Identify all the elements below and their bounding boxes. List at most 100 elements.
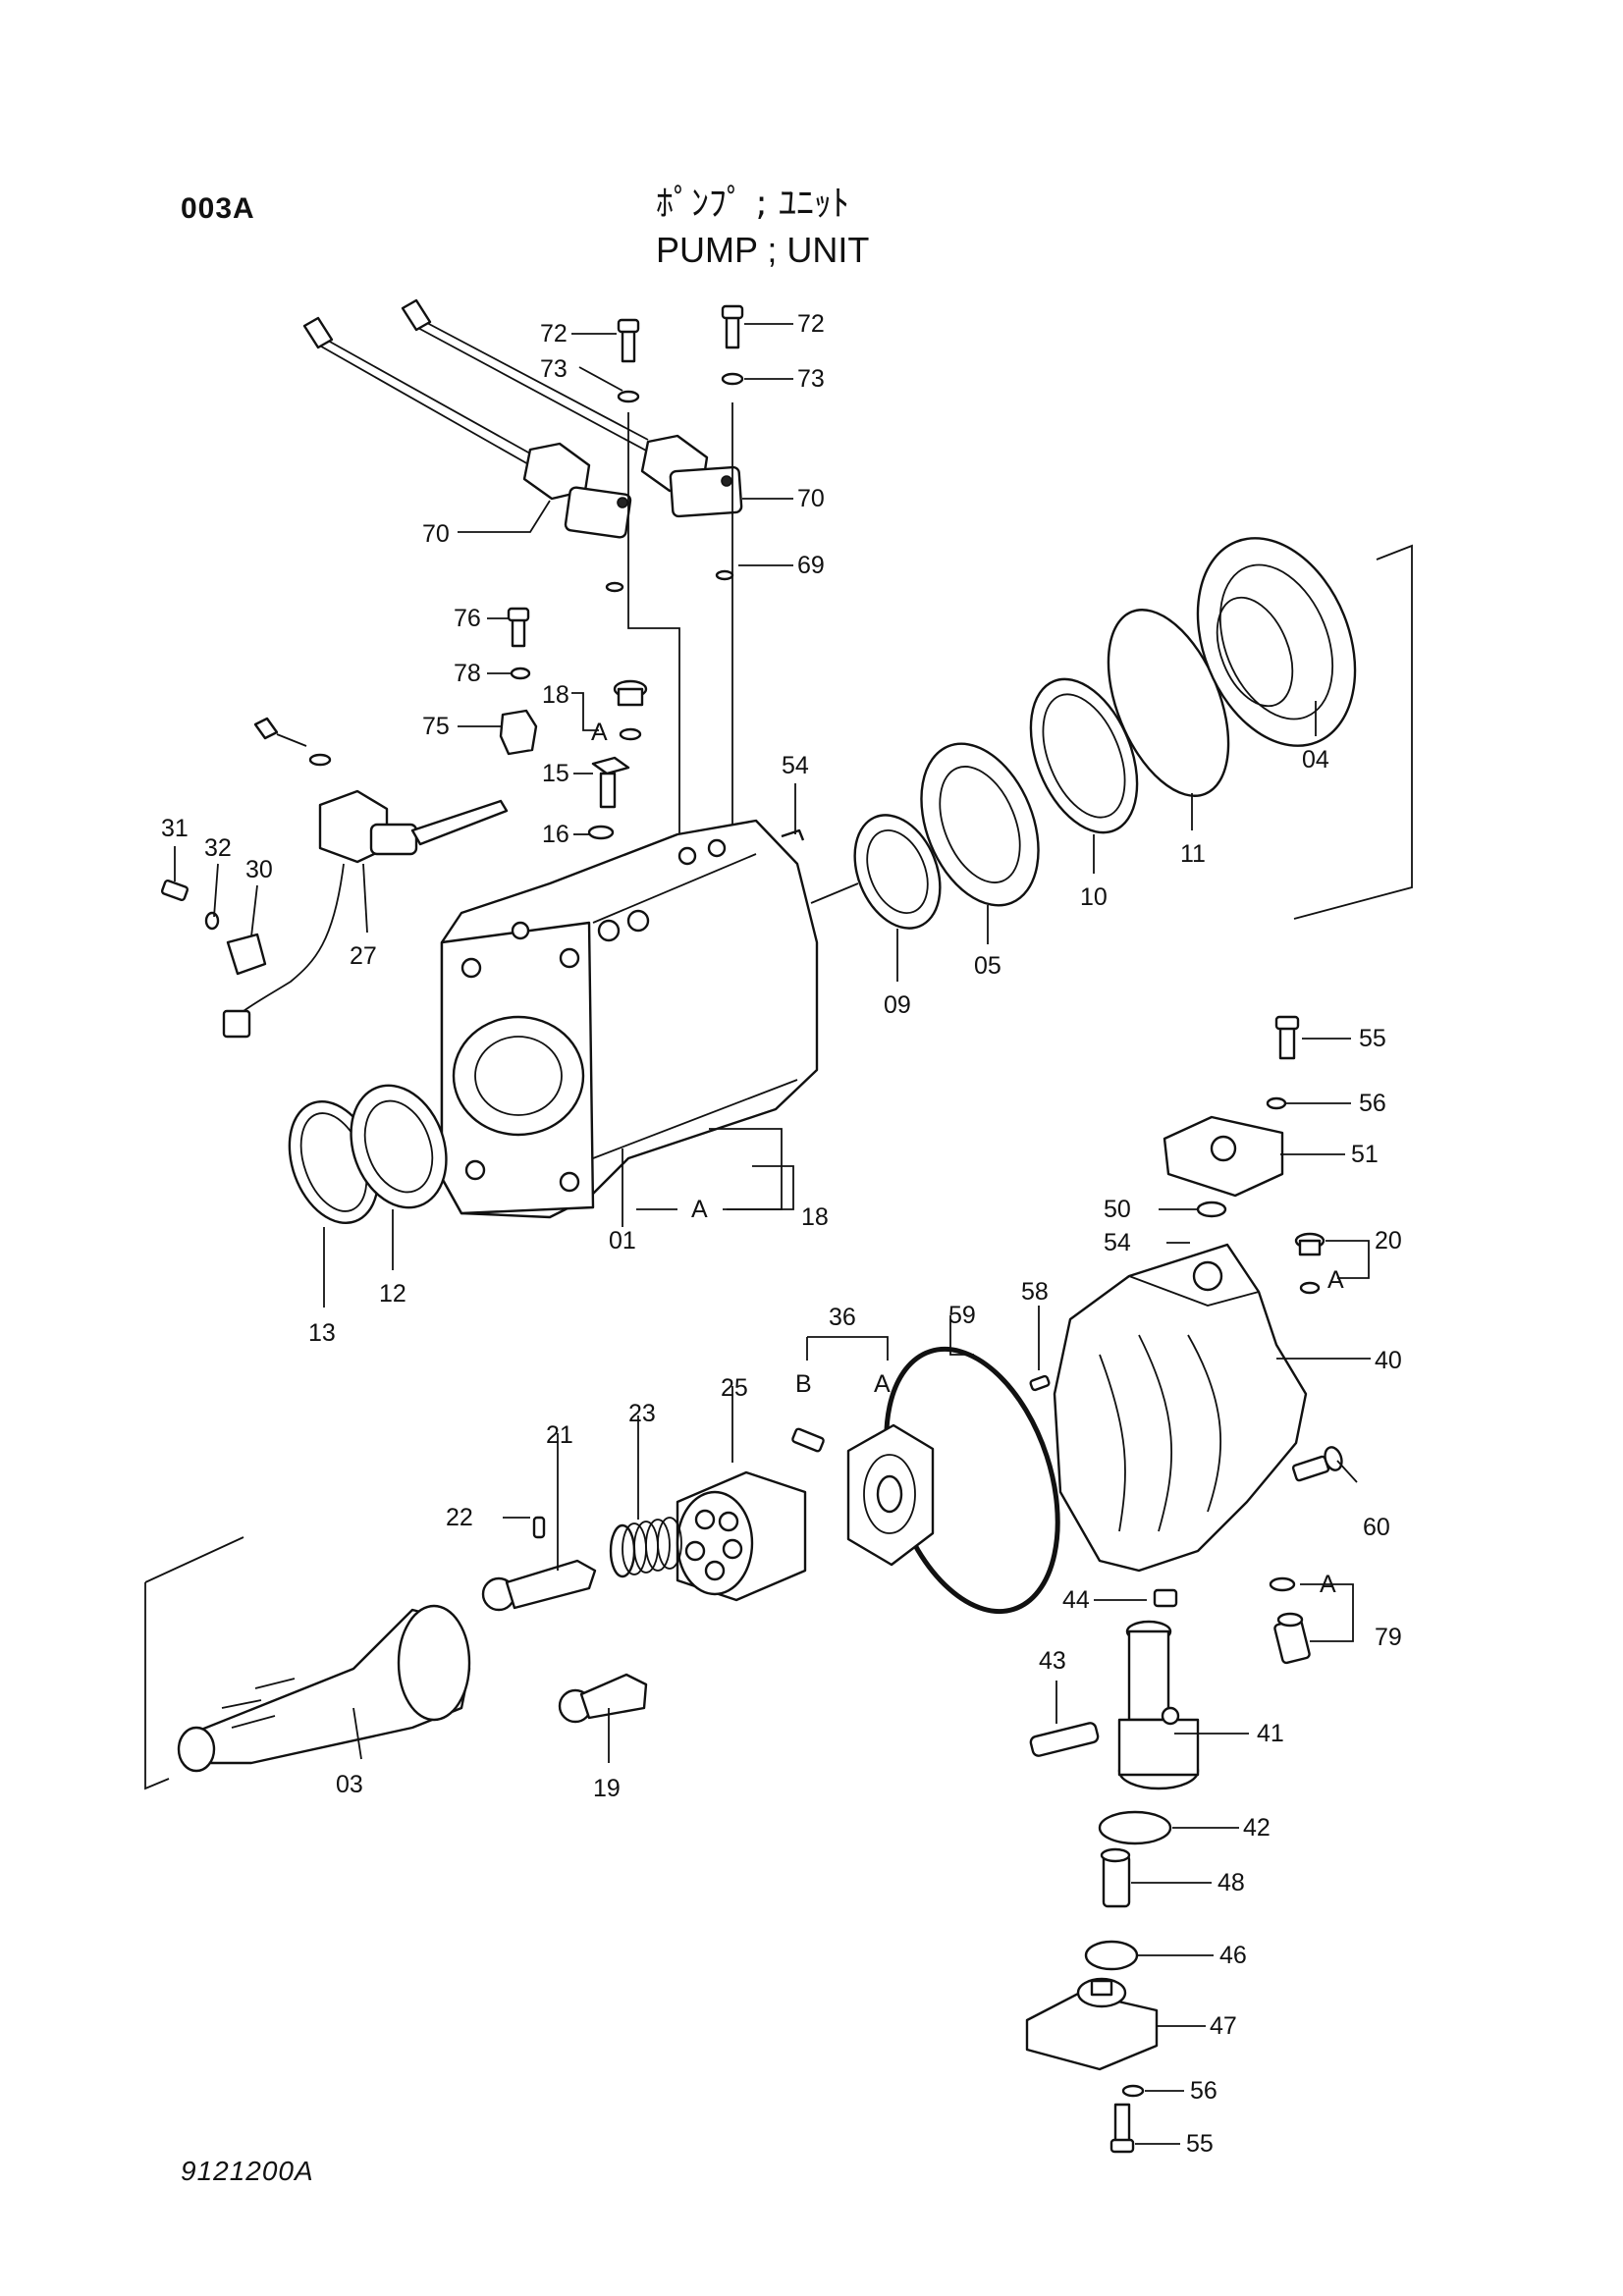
callout-03: 03 xyxy=(336,1771,363,1798)
regulator-sleeve-41 xyxy=(1117,1620,1200,1790)
pump-housing xyxy=(440,819,819,1219)
cover-47 xyxy=(1025,1977,1159,2071)
o-ring-16 xyxy=(587,825,615,840)
callout-43: 43 xyxy=(1039,1647,1066,1675)
cable-assembly-left xyxy=(302,316,632,539)
screw-72-right xyxy=(721,304,744,386)
callout-56-bottom: 56 xyxy=(1190,2077,1217,2105)
valve-plate-36 xyxy=(846,1423,935,1567)
stopper-48 xyxy=(1100,1847,1131,1908)
callout-46: 46 xyxy=(1219,1942,1247,1969)
callout-32: 32 xyxy=(204,834,232,862)
callout-58: 58 xyxy=(1021,1278,1049,1306)
callout-50: 50 xyxy=(1104,1196,1131,1223)
bearing-nut-09 xyxy=(853,814,942,930)
callout-30: 30 xyxy=(245,856,273,883)
callout-15: 15 xyxy=(542,760,569,787)
piston-19 xyxy=(558,1673,648,1724)
plug-43 xyxy=(1029,1722,1100,1757)
callout-72-left: 72 xyxy=(540,320,568,347)
callout-69: 69 xyxy=(797,552,825,579)
callout-48: 48 xyxy=(1217,1869,1245,1896)
plug-79 xyxy=(1273,1612,1311,1665)
callout-10: 10 xyxy=(1080,883,1108,911)
title-japanese: ﾎﾟﾝﾌﾟ ; ﾕﾆｯﾄ xyxy=(656,184,850,224)
callout-54-top: 54 xyxy=(782,752,809,779)
callout-18-bottom: 18 xyxy=(801,1203,829,1231)
oil-seal-12 xyxy=(350,1084,448,1209)
callout-75: 75 xyxy=(422,713,450,740)
callout-47: 47 xyxy=(1210,2012,1237,2040)
callout-11: 11 xyxy=(1180,840,1206,868)
callout-60: 60 xyxy=(1363,1514,1390,1541)
bolt-31-washer-32-bracket-30 xyxy=(160,879,267,976)
callout-05: 05 xyxy=(974,952,1001,980)
callout-13: 13 xyxy=(308,1319,336,1347)
callout-70-right: 70 xyxy=(797,485,825,512)
screw-55-bottom xyxy=(1109,2103,1135,2154)
o-ring-50 xyxy=(1196,1201,1227,1218)
washer-56-top xyxy=(1266,1096,1287,1110)
callout-20: 20 xyxy=(1375,1227,1402,1255)
screw-55-top xyxy=(1274,1015,1300,1060)
callout-55-top: 55 xyxy=(1359,1025,1386,1052)
plug-44 xyxy=(1153,1588,1178,1608)
callout-40: 40 xyxy=(1375,1347,1402,1374)
ref-b: B xyxy=(795,1370,812,1398)
ref-a-36: A xyxy=(874,1370,891,1398)
roller-bearing-04 xyxy=(1196,537,1357,747)
callout-16: 16 xyxy=(542,821,569,848)
o-ring-46 xyxy=(1084,1940,1139,1971)
callout-51: 51 xyxy=(1351,1141,1379,1168)
callout-78: 78 xyxy=(454,660,481,687)
callout-31: 31 xyxy=(161,815,189,842)
callout-79: 79 xyxy=(1375,1624,1402,1651)
speed-sensor-27 xyxy=(222,717,509,1039)
callout-21: 21 xyxy=(546,1421,573,1449)
callout-54-right: 54 xyxy=(1104,1229,1131,1256)
callout-27: 27 xyxy=(350,942,377,970)
callout-04: 04 xyxy=(1302,746,1329,774)
callout-73-left: 73 xyxy=(540,355,568,383)
spring-23 xyxy=(609,1517,682,1578)
washer-78 xyxy=(510,667,531,680)
plug-18-top xyxy=(613,679,648,707)
ref-a-top: A xyxy=(591,719,608,746)
pin-58 xyxy=(1029,1374,1051,1392)
bearing-05 xyxy=(920,742,1040,907)
o-ring-a-top xyxy=(619,727,642,741)
callout-labels: 72 72 73 73 70 70 69 76 78 18 A 75 15 16… xyxy=(161,310,1402,2158)
screw-76 xyxy=(507,607,530,648)
drive-shaft-03 xyxy=(177,1604,471,1773)
pin-54-top xyxy=(781,828,805,841)
callout-25: 25 xyxy=(721,1374,748,1402)
callout-72-right: 72 xyxy=(797,310,825,338)
drawing-number: 9121200A xyxy=(181,2156,314,2186)
center-pin-21 xyxy=(481,1559,597,1612)
plug-b xyxy=(791,1427,825,1453)
callout-18-top: 18 xyxy=(542,681,569,709)
ref-a-20: A xyxy=(1327,1266,1344,1294)
cylinder-block-25 xyxy=(676,1470,807,1602)
callout-42: 42 xyxy=(1243,1814,1271,1842)
callout-76: 76 xyxy=(454,605,481,632)
callout-19: 19 xyxy=(593,1775,621,1802)
cable-assembly-right xyxy=(401,298,743,518)
callout-55-bottom: 55 xyxy=(1186,2130,1214,2158)
plug-60 xyxy=(1291,1446,1343,1482)
callout-23: 23 xyxy=(628,1400,656,1427)
o-ring-a-79 xyxy=(1269,1576,1296,1592)
callout-09: 09 xyxy=(884,991,911,1019)
callout-41: 41 xyxy=(1257,1720,1284,1747)
bolt-15 xyxy=(591,756,630,809)
callout-73-right: 73 xyxy=(797,365,825,393)
leader-lines xyxy=(174,323,1371,2145)
callout-01: 01 xyxy=(609,1227,636,1255)
page-code: 003A xyxy=(181,192,255,225)
pin-22 xyxy=(532,1516,546,1539)
callout-59: 59 xyxy=(948,1302,976,1329)
callout-56-top: 56 xyxy=(1359,1090,1386,1117)
ref-a-79: A xyxy=(1320,1571,1336,1598)
valve-cover-40 xyxy=(1053,1243,1308,1573)
